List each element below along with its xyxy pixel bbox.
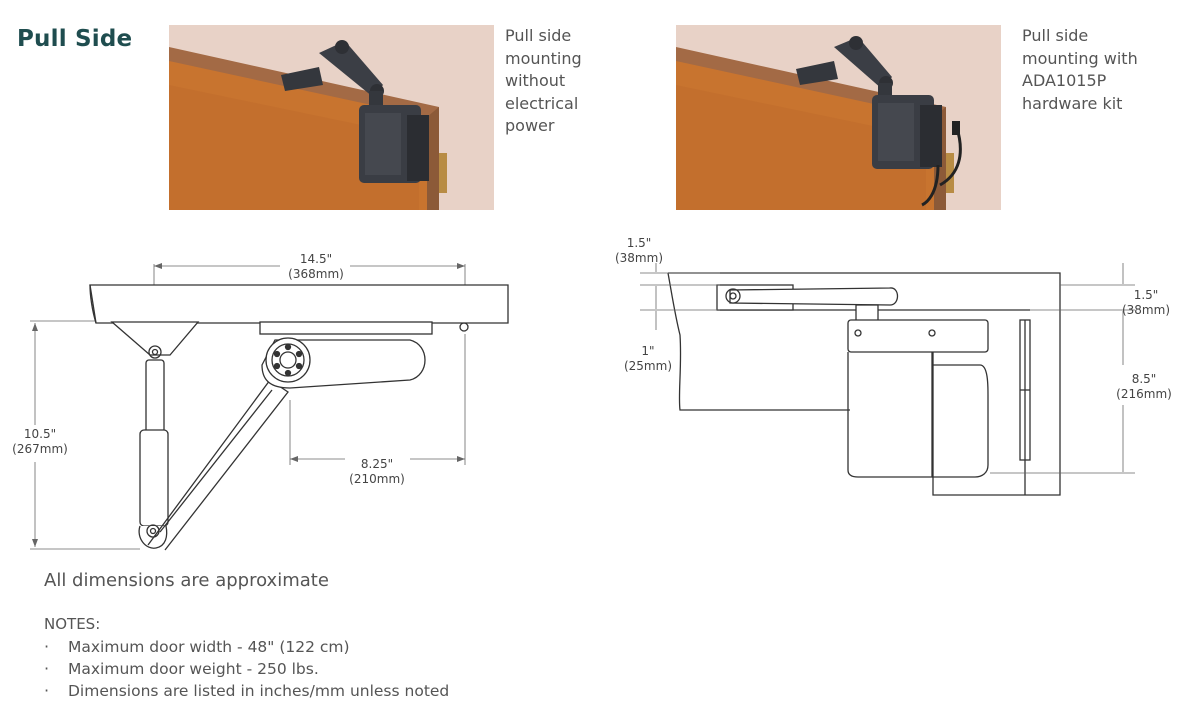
notes-item: Maximum door width - 48" (122 cm) <box>44 636 449 658</box>
side-view-drawing <box>640 263 1135 496</box>
approx-note: All dimensions are approximate <box>44 570 329 591</box>
notes-list: Maximum door width - 48" (122 cm) Maximu… <box>44 636 449 702</box>
dim-door-offset: 1" (25mm) <box>623 344 672 373</box>
dim-height-right: 8.5" (216mm) <box>1116 372 1172 401</box>
photo-pull-side-no-power <box>169 25 494 210</box>
notes-item: Dimensions are listed in inches/mm unles… <box>44 680 449 702</box>
top-view-drawing <box>30 263 509 551</box>
notes-heading: NOTES: <box>44 615 101 633</box>
dim-depth: 8.25" (210mm) <box>349 457 405 486</box>
dim-height-left: 10.5" (267mm) <box>12 427 68 456</box>
photo-caption-no-power: Pull side mounting without electrical po… <box>505 26 582 135</box>
photo-caption-ada-kit: Pull side mounting with ADA1015P hardwar… <box>1022 26 1138 113</box>
dim-width: 14.5" (368mm) <box>288 252 344 281</box>
photo-pull-side-ada-kit <box>676 25 1001 210</box>
page-title: Pull Side <box>17 26 133 52</box>
dim-top-offset: 1.5" (38mm) <box>614 236 663 265</box>
dim-arm-offset: 1.5" (38mm) <box>1121 288 1170 317</box>
notes-item: Maximum door weight - 250 lbs. <box>44 658 449 680</box>
